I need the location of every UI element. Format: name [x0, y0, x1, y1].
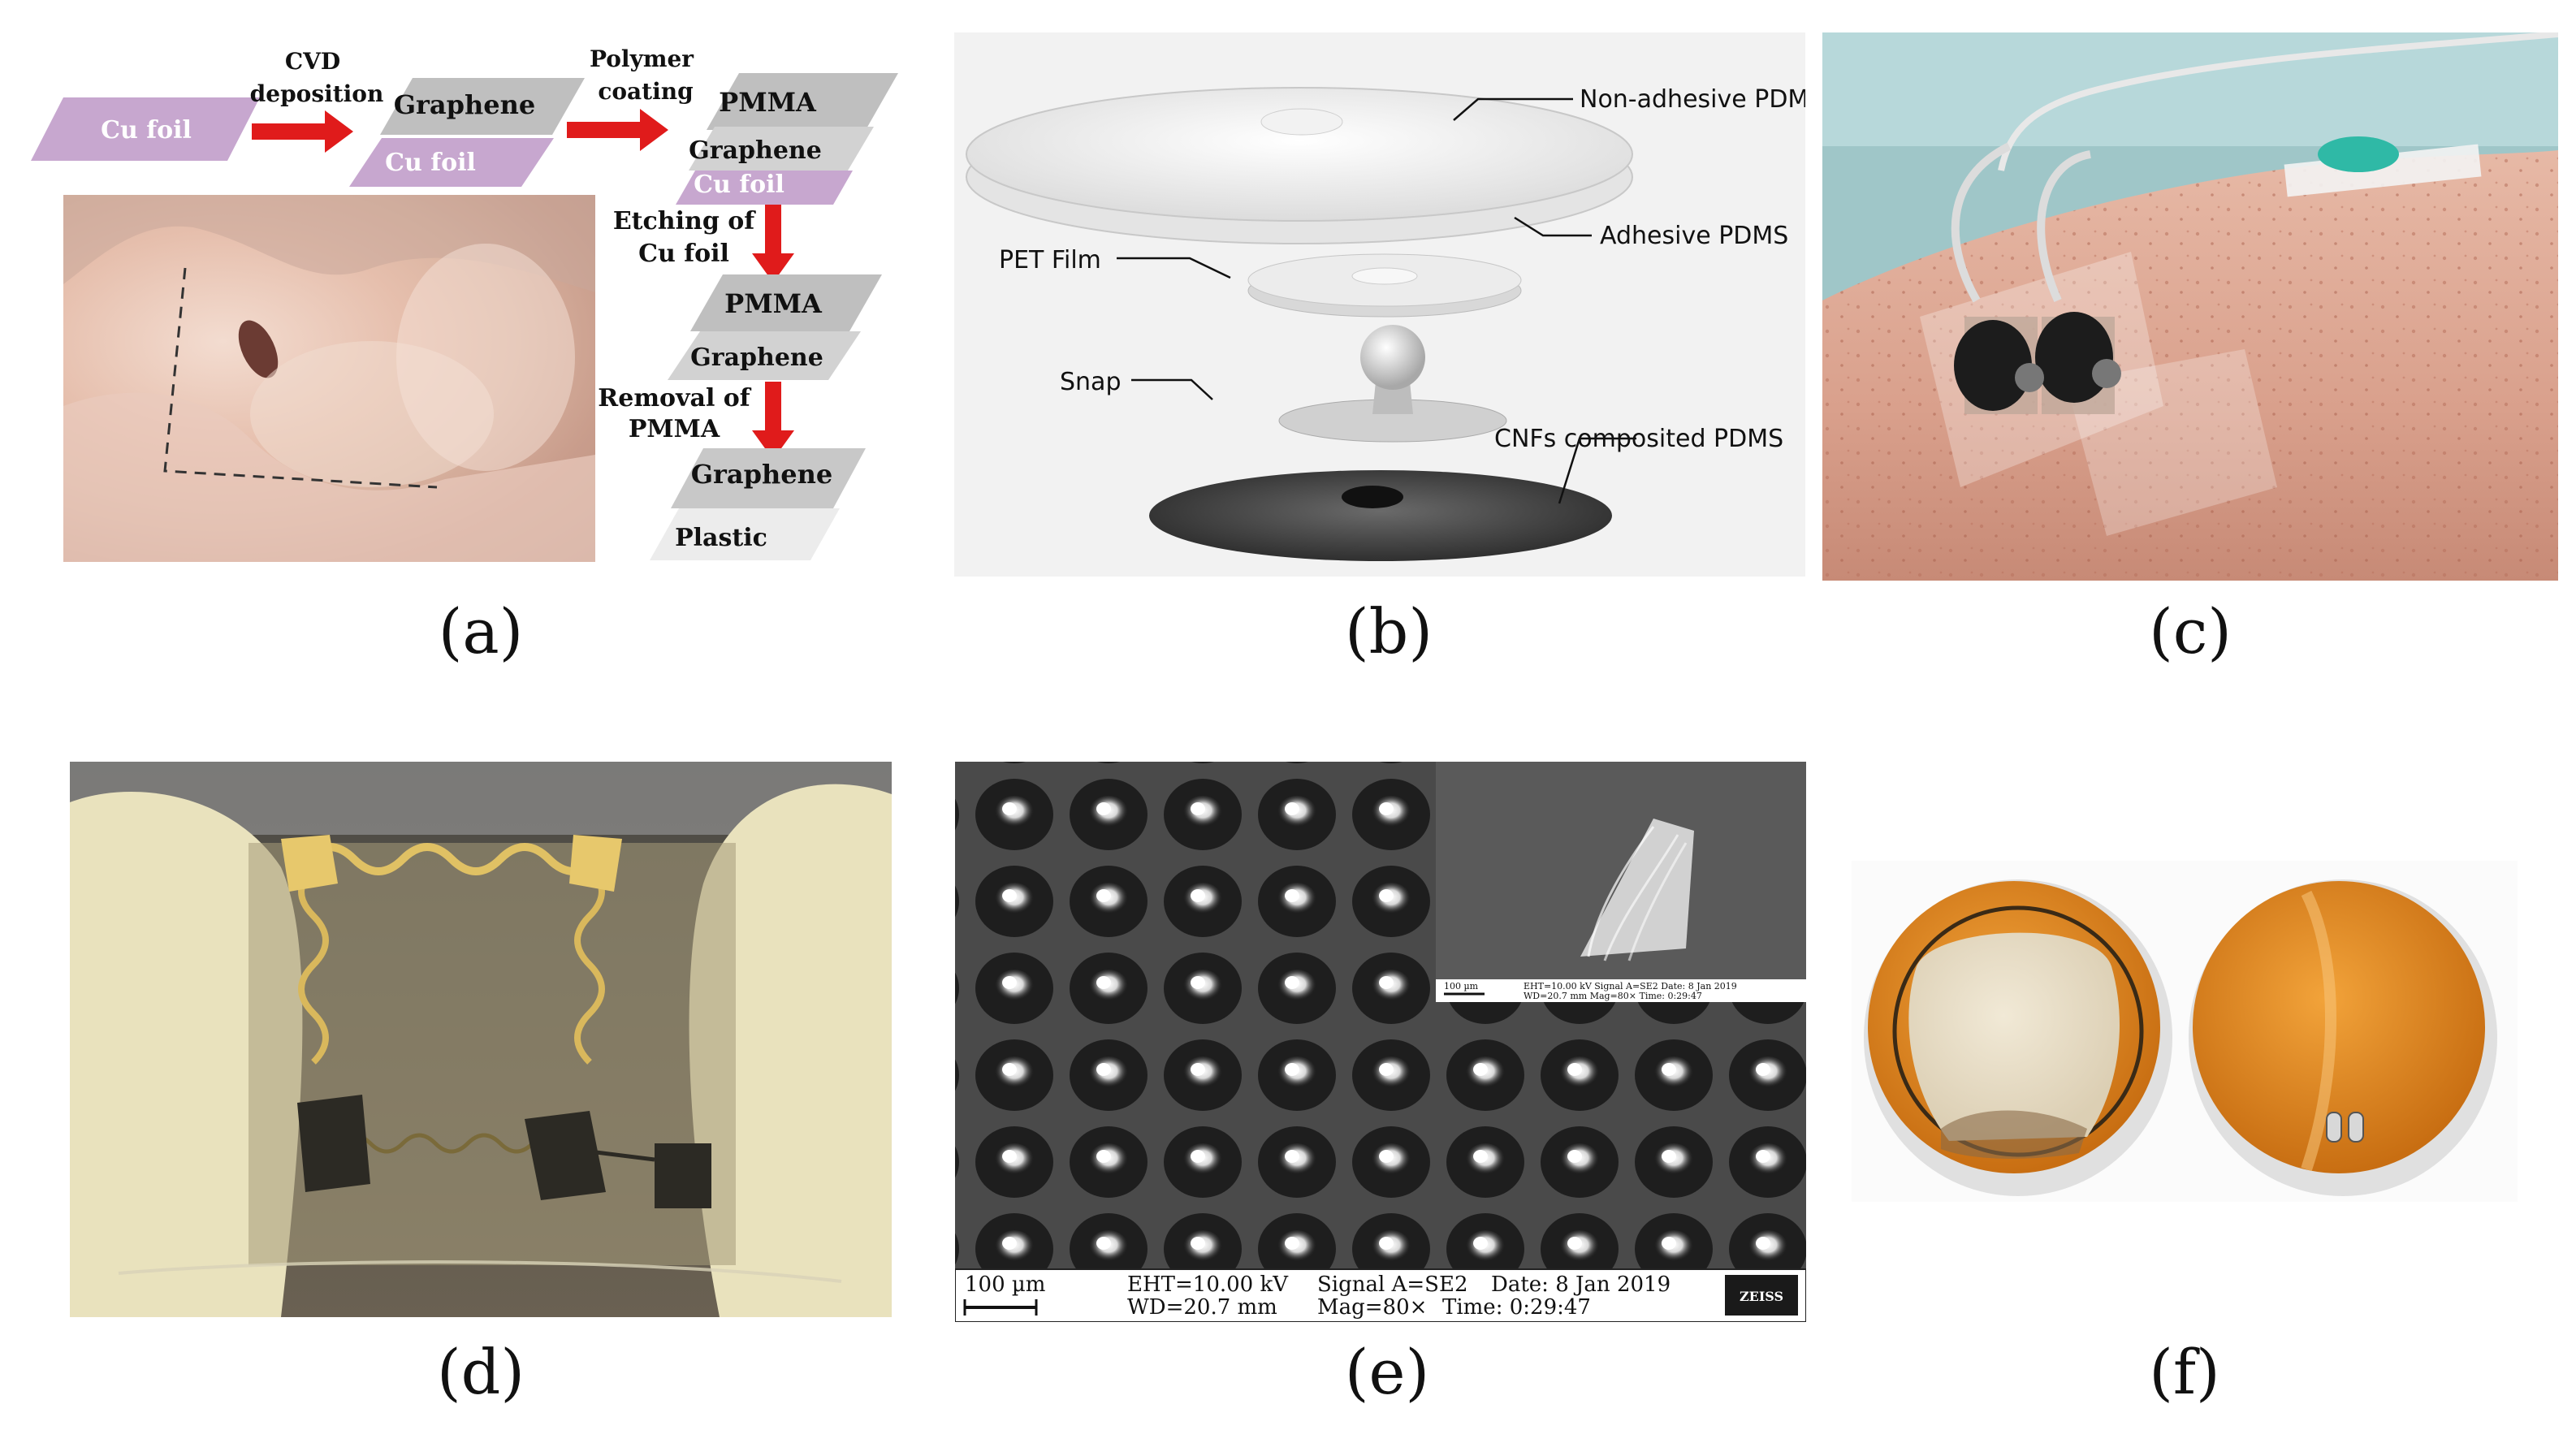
serpentine-trace-top — [302, 843, 601, 875]
serpentine-trace-right — [574, 865, 605, 1065]
label-non-adhesive-pdms: Non-adhesive PDMS — [1580, 85, 1805, 114]
graphene-sheet-4 — [671, 448, 866, 508]
panel-c-caption: (c) — [2149, 595, 2232, 667]
panel-e-sem-image: 100 µm EHT=10.00 kV Signal A=SE2 Date: 8… — [955, 762, 1806, 1322]
graphene-sheet-2 — [689, 127, 874, 171]
polymer-label-2: coating — [598, 78, 693, 105]
label-adhesive-pdms: Adhesive PDMS — [1600, 222, 1788, 250]
graphene-label-2: Graphene — [689, 136, 822, 165]
panel-b-exploded-electrode: Non-adhesive PDMS Adhesive PDMS PET Film… — [954, 32, 1805, 577]
glove-right — [689, 784, 892, 1317]
info-date: Date: 8 Jan 2019 — [1491, 1272, 1671, 1297]
electrode-back-contact-2 — [2348, 1112, 2364, 1143]
info-eht: EHT=10.00 kV — [1127, 1272, 1289, 1297]
cable-2 — [2037, 150, 2092, 303]
panel-d-caption: (d) — [437, 1336, 525, 1408]
graphene-sheet-3 — [668, 331, 861, 380]
cu-foil-label: Cu foil — [101, 116, 192, 145]
etching-label-1: Etching of — [613, 207, 756, 235]
cable-main — [1998, 32, 2558, 171]
tape-patch-top — [2284, 144, 2482, 197]
dark-pad-left — [297, 1095, 370, 1192]
panel-c-arm-photo — [1822, 32, 2558, 581]
inset-info-line-1: EHT=10.00 kV Signal A=SE2 Date: 8 Jan 20… — [1524, 981, 1737, 992]
plastic-sheet — [650, 508, 840, 560]
polymer-label-1: Polymer — [590, 45, 694, 72]
cu-foil-label-3: Cu foil — [694, 171, 784, 199]
tape-strip-2 — [2066, 349, 2277, 536]
snap-lead-2 — [2035, 312, 2113, 403]
leader-cnf — [1558, 437, 1636, 504]
cu-foil-label-2: Cu foil — [385, 149, 476, 177]
cu-foil-sheet — [31, 97, 260, 161]
graphene-label-3: Graphene — [690, 343, 823, 372]
info-mag: Mag=80× — [1317, 1295, 1427, 1320]
info-signal: Signal A=SE2 — [1317, 1272, 1468, 1297]
pmma-sheet-1 — [707, 73, 898, 130]
inset-info-line-2: WD=20.7 mm Mag=80× Time: 0:29:47 — [1524, 991, 1702, 1001]
label-cnf-pdms: CNFs composited PDMS — [1494, 425, 1783, 453]
down-arrow-2 — [752, 382, 794, 460]
zeiss-logo-text: ZEISS — [1740, 1289, 1783, 1304]
photo-drawing — [63, 195, 595, 562]
electrode-front-pad — [1908, 932, 2120, 1141]
leader-adhesive — [1514, 216, 1592, 237]
label-pet-film: PET Film — [999, 246, 1101, 274]
gold-pad-left — [281, 835, 338, 892]
panel-f-electrode-photo — [1852, 861, 2518, 1202]
top-disc-hole — [1260, 108, 1343, 136]
plastic-label: Plastic — [675, 524, 767, 552]
right-arrow-2 — [567, 109, 668, 151]
label-snap: Snap — [1060, 368, 1121, 396]
panel-e-caption: (e) — [1344, 1336, 1430, 1408]
leader-non-adhesive — [1453, 97, 1573, 121]
graphene-sheet-1 — [380, 78, 585, 135]
right-arrow-1 — [252, 110, 353, 153]
snap-lead-1 — [1954, 320, 2032, 411]
non-adhesive-pdms-layer — [966, 87, 1633, 222]
pet-film-hole — [1351, 267, 1418, 285]
panel-f-caption: (f) — [2149, 1336, 2220, 1408]
pmma-label-2: PMMA — [724, 288, 823, 319]
info-time: Time: 0:29:47 — [1442, 1295, 1591, 1320]
removal-label-2: PMMA — [629, 415, 720, 443]
sem-info-bar — [955, 1268, 1806, 1322]
cnf-pdms-center — [1342, 486, 1403, 508]
info-wd: WD=20.7 mm — [1127, 1295, 1277, 1320]
panel-a-photo — [63, 195, 595, 562]
scale-bar-label: 100 µm — [965, 1272, 1045, 1297]
glove-left — [70, 791, 303, 1317]
cu-foil-sheet-2 — [349, 138, 554, 187]
panel-a-process-diagram: Cu foil CVD deposition Graphene Cu foil … — [31, 45, 898, 560]
leader-pet — [1117, 257, 1231, 279]
serpentine-trace-left — [298, 865, 329, 1065]
electrode-back — [2193, 881, 2485, 1173]
panel-a-caption: (a) — [438, 595, 524, 667]
cable-1 — [1951, 142, 2012, 303]
cvd-label-1: CVD — [285, 48, 340, 75]
graphene-label-4: Graphene — [691, 459, 833, 490]
graphene-label-1: Graphene — [394, 89, 536, 120]
gold-pad-right — [569, 835, 622, 892]
snap-ball — [1360, 325, 1425, 390]
serpentine-trace-bottom — [336, 1133, 534, 1154]
panel-d-stretchable-electrode-photo — [70, 762, 892, 1317]
inset-scale-label: 100 µm — [1444, 981, 1479, 992]
dark-pad-right — [525, 1111, 606, 1200]
cu-foil-sheet-3 — [676, 171, 853, 205]
pmma-label-1: PMMA — [719, 87, 817, 118]
panel-b-caption: (b) — [1345, 595, 1433, 667]
zeiss-logo — [1725, 1275, 1798, 1316]
electrode-back-contact-1 — [2326, 1112, 2342, 1143]
sem-inset: 100 µm EHT=10.00 kV Signal A=SE2 Date: 8… — [1436, 762, 1806, 1002]
cnf-pdms-disc — [1149, 470, 1612, 561]
down-arrow-1 — [752, 205, 794, 283]
removal-label-1: Removal of — [598, 384, 751, 413]
etching-label-2: Cu foil — [638, 240, 729, 268]
pmma-sheet-2 — [690, 274, 882, 331]
cvd-label-2: deposition — [250, 80, 384, 107]
leader-snap — [1131, 378, 1213, 400]
dark-pad-right-2 — [655, 1143, 711, 1208]
green-connector — [2318, 136, 2399, 172]
